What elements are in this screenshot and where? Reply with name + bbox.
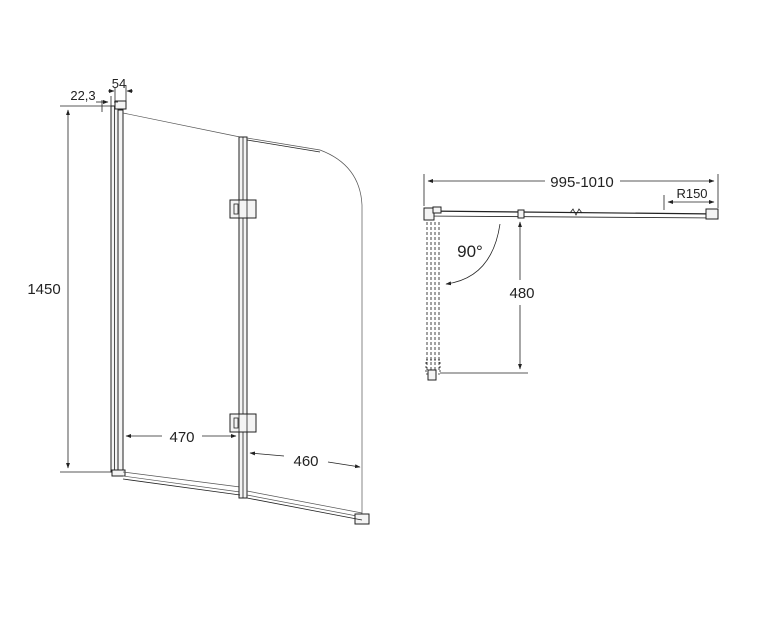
fold-depth-label: 480 — [509, 285, 534, 302]
height-label: 1450 — [27, 281, 60, 298]
opening-angle: 90° — [445, 223, 501, 286]
lower-hinge — [229, 413, 257, 433]
opening-angle-label: 90° — [457, 242, 483, 261]
radius-dimension: R150 — [663, 186, 715, 210]
right-panel-width-dimension: 460 — [249, 451, 361, 470]
height-dimension: 1450 — [27, 105, 111, 473]
folded-panels — [425, 222, 441, 381]
left-panel-width-dimension: 470 — [125, 429, 237, 446]
fold-depth-dimension: 480 — [440, 221, 535, 374]
plan-view: 90° 480 995-1010 R150 — [423, 174, 719, 381]
profile-width-label: 54 — [112, 76, 126, 91]
total-width-label: 995-1010 — [550, 174, 613, 191]
right-glass-panel — [246, 137, 370, 525]
bottom-seal — [122, 478, 363, 521]
front-view: 1450 22,3 54 470 460 — [27, 76, 370, 525]
right-panel-width-label: 460 — [293, 453, 318, 470]
plan-wall-bracket — [423, 207, 435, 221]
profile-dimensions: 22,3 54 — [70, 76, 133, 112]
plan-end-cap — [705, 208, 719, 220]
upper-hinge — [229, 199, 257, 219]
profile-depth-label: 22,3 — [70, 88, 95, 103]
hinge-profile — [238, 136, 248, 499]
plan-hinge — [517, 209, 525, 219]
left-glass-panel — [122, 112, 241, 493]
radius-label: R150 — [676, 186, 707, 201]
left-panel-width-label: 470 — [169, 429, 194, 446]
total-width-dimension: 995-1010 — [423, 174, 719, 208]
wall-profile — [110, 100, 127, 477]
